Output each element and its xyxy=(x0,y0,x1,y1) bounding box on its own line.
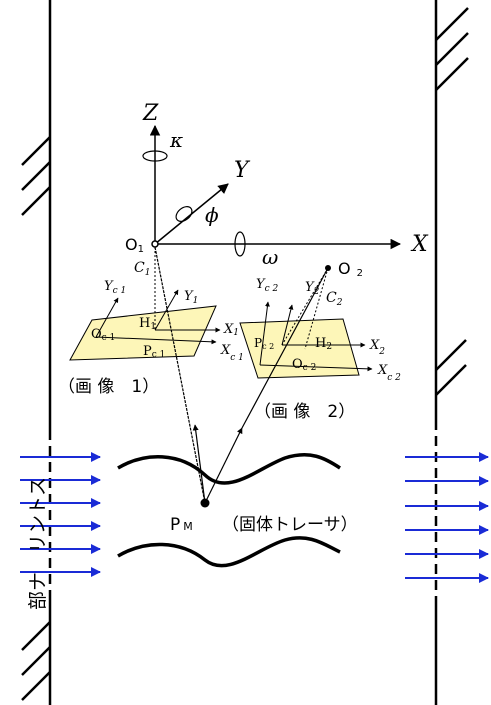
c2-label: C2 xyxy=(326,290,343,308)
omega-label: ω xyxy=(262,245,278,269)
flow-label: 部ナ リントス xyxy=(27,477,49,610)
xc2-label: Xc 2 xyxy=(377,363,401,383)
h1-label: H1 xyxy=(139,316,156,332)
x2-label: X2 xyxy=(369,338,385,357)
right-wall-hatch-middle xyxy=(435,339,467,396)
flow-arrows-left xyxy=(20,452,101,577)
rotation-arcs xyxy=(142,150,246,257)
right-wall-hatch-top xyxy=(435,7,469,91)
oc1-label: Oc 1 xyxy=(91,327,115,343)
tracer-label: （固体トレーサ） xyxy=(222,515,358,535)
wavy-surface-upper xyxy=(117,453,341,485)
o1-label: O1 xyxy=(125,235,144,255)
wavy-surface-lower xyxy=(117,536,341,568)
pc1-label: Pc 1 xyxy=(143,344,165,360)
o1-point xyxy=(151,240,159,248)
y2-label: Y2 xyxy=(305,280,320,297)
projection-rays xyxy=(154,246,329,504)
image-plane-1 xyxy=(69,305,217,361)
camera2-frame xyxy=(259,267,373,372)
yc1-label: Yc 1 xyxy=(104,279,126,296)
kappa-label: κ xyxy=(169,128,183,152)
yc2-label: Yc 2 xyxy=(256,277,278,294)
image2-caption: （画 像 2） xyxy=(254,402,355,422)
left-wall-hatch-bottom xyxy=(21,621,51,701)
oc2-label: Oc 2 xyxy=(292,357,316,373)
left-wall-hatch-top xyxy=(21,136,51,216)
phi-label: ϕ xyxy=(205,203,219,227)
x-axis-label: X xyxy=(410,232,429,257)
image-plane-2 xyxy=(239,318,360,379)
image1-caption: （画 像 1） xyxy=(58,377,159,397)
flow-arrows-right xyxy=(405,452,489,583)
global-axes xyxy=(149,124,402,250)
h2-label: H2 xyxy=(315,336,332,352)
x1-label: X1 xyxy=(223,322,239,338)
camera1-frame xyxy=(95,247,221,345)
pm-point xyxy=(200,498,210,508)
y-axis-label: Y xyxy=(234,158,251,183)
xc1-label: Xc 1 xyxy=(220,343,244,363)
z-axis-label: Z xyxy=(142,101,159,126)
pc2-label: Pc 2 xyxy=(254,336,274,351)
c1-label: C1 xyxy=(134,260,150,278)
y1-label: Y1 xyxy=(184,289,198,306)
